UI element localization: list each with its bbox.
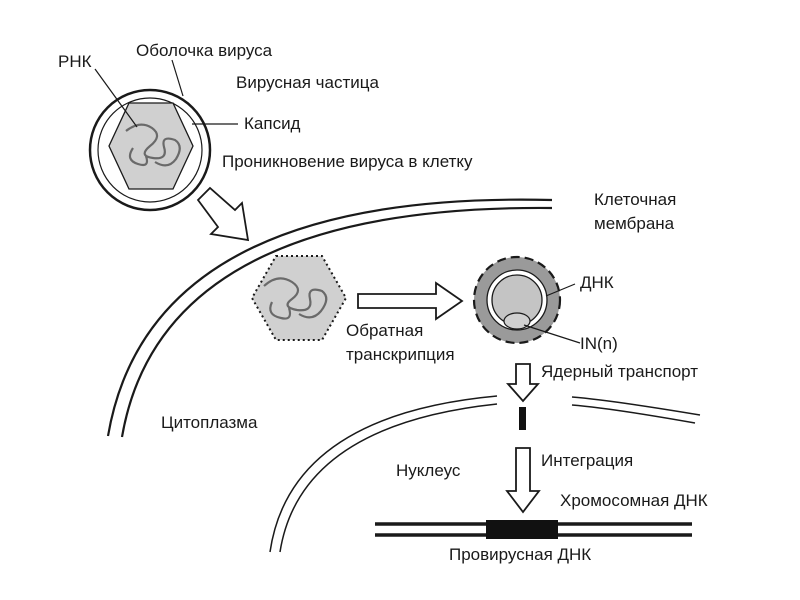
- integrase-blob: [503, 312, 531, 330]
- nuclear-transport-arrow: [506, 363, 540, 403]
- leader-lines-complex: [523, 283, 581, 344]
- cell-membrane-label-line2: мембрана: [594, 214, 675, 233]
- virus-envelope-label: Оболочка вируса: [136, 41, 273, 60]
- virus-particle: [88, 88, 212, 212]
- integration-arrow: [505, 447, 541, 514]
- integration-label: Интеграция: [541, 451, 634, 470]
- integrase-label: IN(n): [580, 334, 618, 353]
- entry-arrow: [196, 186, 250, 242]
- virus-entry-label: Проникновение вируса в клетку: [222, 152, 473, 171]
- capsid-label: Капсид: [244, 114, 301, 133]
- chromosomal-dna-label: Хромосомная ДНК: [560, 491, 708, 510]
- dna-in-pore: [519, 407, 526, 430]
- viral-particle-label: Вирусная частица: [236, 73, 379, 92]
- rna-label: РНК: [58, 52, 92, 71]
- cytoplasm-label: Цитоплазма: [161, 413, 258, 432]
- cytoplasmic-capsid: [250, 255, 348, 341]
- proviral-dna-label: Провирусная ДНК: [449, 545, 592, 564]
- preintegration-complex: [472, 255, 562, 345]
- proviral-dna-segment: [486, 520, 558, 539]
- reverse-transcription-label-line1: Обратная: [346, 321, 424, 340]
- nuclear-envelope: [269, 395, 701, 553]
- leader-lines-virus: [94, 59, 238, 128]
- chromosomal-dna: [375, 520, 692, 539]
- nuclear-transport-label: Ядерный транспорт: [541, 362, 699, 381]
- dna-label: ДНК: [580, 273, 614, 292]
- reverse-transcription-label-line2: транскрипция: [346, 345, 455, 364]
- viral-rna: [125, 123, 181, 167]
- cell-membrane-label-line1: Клеточная: [594, 190, 677, 209]
- reverse-transcription-arrow: [357, 281, 464, 321]
- nucleus-label: Нуклеус: [396, 461, 461, 480]
- cell-membrane: [106, 198, 553, 438]
